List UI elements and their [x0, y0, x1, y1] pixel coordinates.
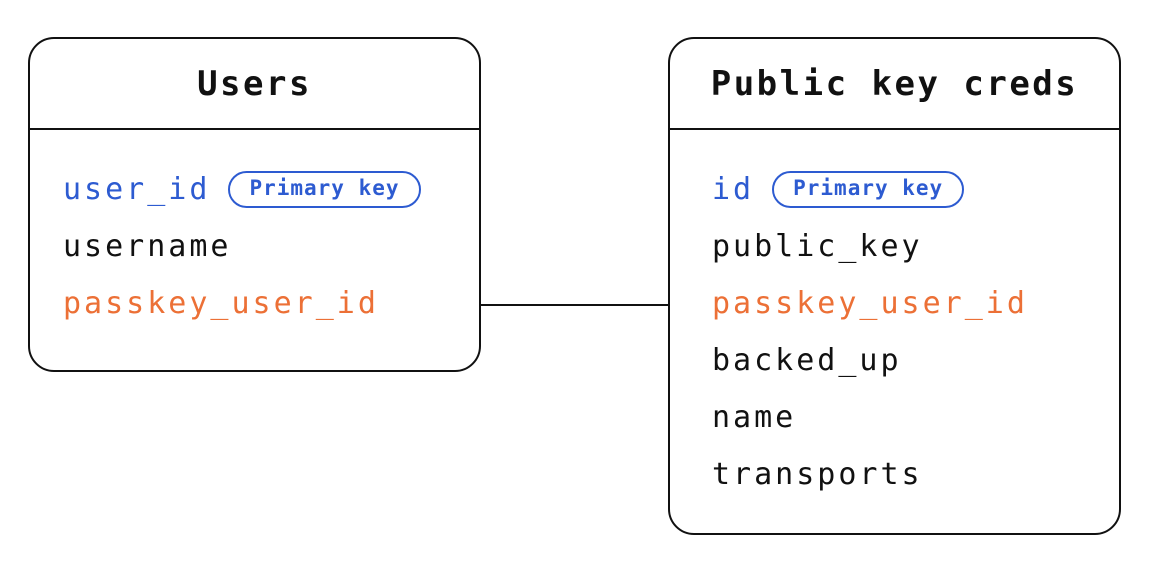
field-name-passkey-user-id: passkey_user_id — [712, 286, 1028, 321]
primary-key-badge: Primary key — [228, 170, 421, 209]
field-name-transports: transports — [712, 457, 923, 492]
field-name-name: name — [712, 400, 797, 435]
entity-users-title: Users — [197, 63, 312, 104]
relationship-line — [481, 304, 668, 306]
field-name-backed-up: backed_up — [712, 343, 902, 378]
entity-users: Users user_id Primary key username passk… — [28, 37, 481, 372]
field-name-id: id — [712, 172, 755, 207]
field-row-public-key: public_key — [712, 218, 1119, 275]
entity-public-key-creds: Public key creds id Primary key public_k… — [668, 37, 1121, 535]
field-name-user-id: user_id — [63, 172, 211, 207]
field-name-passkey-user-id: passkey_user_id — [63, 286, 379, 321]
field-row-name: name — [712, 389, 1119, 446]
entity-public-key-creds-body: id Primary key public_key passkey_user_i… — [670, 130, 1119, 503]
field-name-public-key: public_key — [712, 229, 923, 264]
entity-users-body: user_id Primary key username passkey_use… — [30, 130, 479, 332]
entity-public-key-creds-header: Public key creds — [670, 39, 1119, 130]
field-row-passkey-user-id: passkey_user_id — [63, 275, 479, 332]
entity-public-key-creds-title: Public key creds — [710, 63, 1079, 104]
field-row-id: id Primary key — [712, 161, 1119, 218]
field-row-passkey-user-id: passkey_user_id — [712, 275, 1119, 332]
field-row-backed-up: backed_up — [712, 332, 1119, 389]
field-name-username: username — [63, 229, 232, 264]
field-row-user-id: user_id Primary key — [63, 161, 479, 218]
primary-key-badge: Primary key — [772, 170, 965, 209]
entity-users-header: Users — [30, 39, 479, 130]
field-row-username: username — [63, 218, 479, 275]
field-row-transports: transports — [712, 446, 1119, 503]
